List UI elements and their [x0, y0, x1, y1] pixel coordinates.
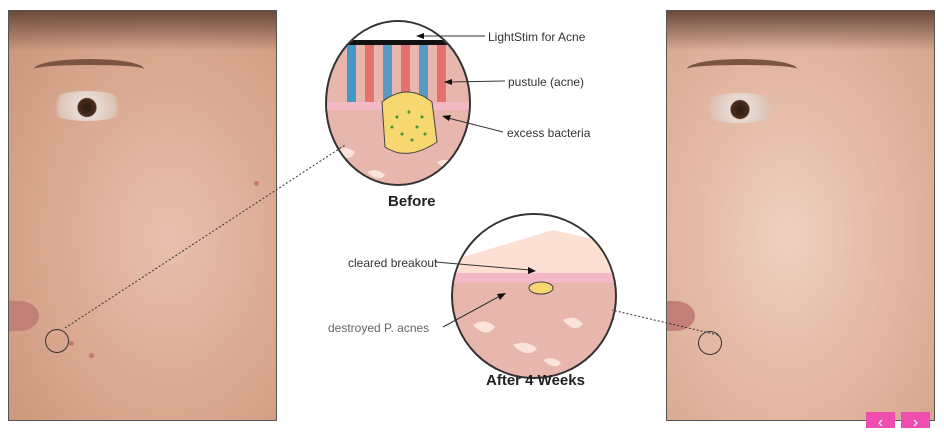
- label-destroyed: destroyed P. acnes: [328, 321, 430, 335]
- lips: [9, 301, 39, 331]
- before-illustration: [327, 22, 469, 179]
- label-pustule: pustule (acne): [508, 75, 585, 89]
- before-spot-marker: [45, 329, 69, 353]
- before-skin-diagram: [325, 20, 471, 186]
- after-skin-diagram: [451, 213, 617, 379]
- blemish: [89, 353, 94, 358]
- eyebrow: [34, 59, 144, 79]
- after-face-photo: [666, 10, 935, 421]
- after-caption: After 4 Weeks: [486, 372, 585, 389]
- eye: [697, 93, 783, 123]
- label-lightstim: LightStim for Acne: [488, 30, 586, 44]
- blemish: [254, 181, 259, 186]
- prev-button[interactable]: ‹: [866, 412, 895, 431]
- label-cleared: cleared breakout: [348, 256, 438, 270]
- label-bacteria: excess bacteria: [507, 126, 591, 140]
- lips: [667, 301, 695, 331]
- after-spot-marker: [698, 331, 722, 355]
- after-illustration: [453, 215, 615, 367]
- hair: [9, 11, 276, 51]
- before-face-photo: [8, 10, 277, 421]
- chevron-left-icon: ‹: [877, 414, 884, 431]
- next-button[interactable]: ›: [901, 412, 930, 431]
- eyebrow: [687, 59, 797, 79]
- blemish: [69, 341, 74, 346]
- light-beams: [347, 45, 446, 105]
- before-caption: Before: [388, 193, 436, 210]
- hair: [667, 11, 934, 51]
- eye: [44, 91, 130, 121]
- chevron-right-icon: ›: [912, 414, 919, 431]
